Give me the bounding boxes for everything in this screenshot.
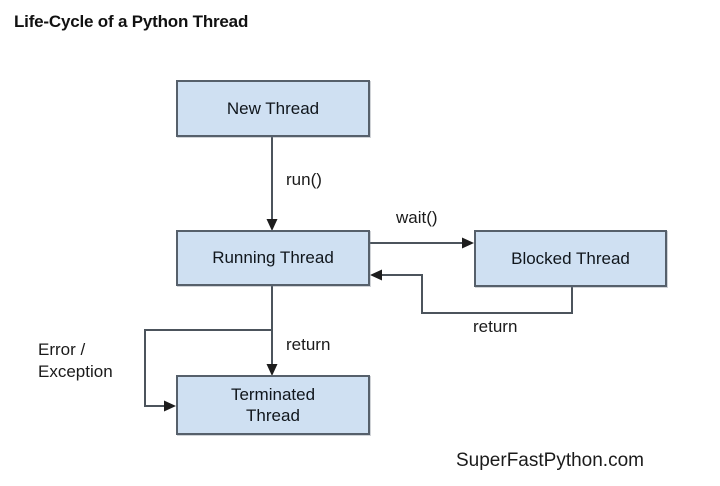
- edge-label-error-line2: Exception: [38, 361, 113, 381]
- node-running-thread[interactable]: Running Thread: [176, 230, 370, 286]
- node-blocked-thread-label: Blocked Thread: [511, 248, 630, 268]
- edge-label-return-blocked: return: [473, 317, 518, 336]
- edge-label-wait: wait(): [396, 208, 438, 227]
- watermark-superfastpython: SuperFastPython.com: [456, 450, 644, 471]
- edge-label-error-exception: Error / Exception: [38, 339, 113, 383]
- node-blocked-thread[interactable]: Blocked Thread: [474, 230, 667, 287]
- edge-label-return-terminated: return: [286, 335, 331, 354]
- node-new-thread[interactable]: New Thread: [176, 80, 370, 137]
- edge-label-run: run(): [286, 170, 322, 189]
- node-terminated-thread-label: Terminated Thread: [231, 384, 315, 427]
- node-new-thread-label: New Thread: [226, 98, 320, 118]
- node-terminated-thread[interactable]: Terminated Thread: [176, 375, 370, 435]
- edge-running-to-blocked: [370, 237, 474, 249]
- node-terminated-thread-label-line2: Thread: [246, 406, 300, 425]
- edge-running-to-terminated: [266, 286, 278, 376]
- edge-new-to-running: [266, 137, 278, 231]
- node-running-thread-label: Running Thread: [212, 248, 334, 268]
- page-title: Life-Cycle of a Python Thread: [14, 12, 249, 31]
- edge-label-error-line1: Error /: [38, 340, 86, 359]
- node-terminated-thread-label-line1: Terminated: [230, 384, 316, 404]
